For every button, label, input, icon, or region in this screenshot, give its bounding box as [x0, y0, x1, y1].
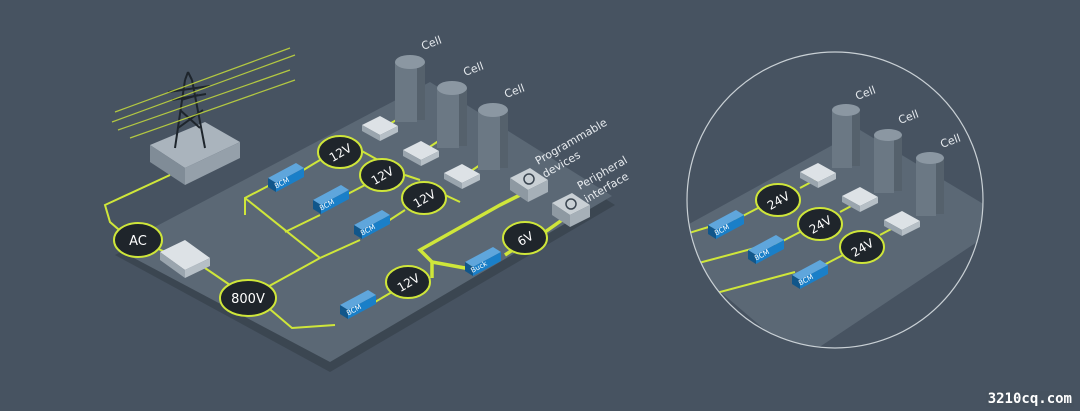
chip-icon — [523, 173, 535, 185]
right-cell-modules — [800, 163, 920, 236]
ac-label: AC — [129, 234, 147, 249]
transformer-box — [160, 240, 210, 278]
svg-text:Cell: Cell — [897, 108, 921, 127]
12v-badge-2: 12V — [359, 158, 405, 192]
detail-circle: Cell Cell Cell 24V 24V — [686, 51, 984, 349]
12v-badge-3: 12V — [401, 181, 447, 215]
cell-3: Cell — [478, 82, 526, 170]
left-cells: Cell Cell Cell — [395, 34, 526, 170]
24v-badge-1: 24V — [755, 183, 801, 217]
ac-badge: AC — [113, 222, 163, 258]
bcm-block-2: BCM — [313, 185, 349, 214]
right-cells: Cell Cell Cell — [832, 84, 962, 216]
24v-badge-2: 24V — [797, 207, 843, 241]
12v-badge-1: 12V — [317, 135, 363, 169]
svg-text:Cell: Cell — [854, 84, 878, 103]
buck-block: Buck — [465, 247, 501, 276]
svg-text:Cell: Cell — [939, 132, 963, 151]
right-voltage-badges: 24V 24V 24V — [755, 183, 885, 264]
24v-badge-3: 24V — [839, 230, 885, 264]
cell-label: Cell — [420, 34, 444, 53]
left-voltage-badges: 12V 12V 12V 12V 6V — [317, 135, 548, 299]
800v-label: 800V — [231, 292, 265, 307]
watermark-text: 3210cq.com — [985, 391, 1074, 407]
800v-badge: 800V — [219, 279, 277, 317]
cell-label: Cell — [503, 82, 527, 101]
left-cell-modules — [362, 116, 480, 189]
bcm-block-1: BCM — [268, 163, 304, 192]
chip-icon — [565, 198, 577, 210]
12v-badge-lower: 12V — [385, 265, 431, 299]
power-tower — [111, 47, 296, 185]
cell-label: Cell — [462, 60, 486, 79]
bcm-block-r3: BCM — [792, 260, 828, 289]
right-bcm-blocks: BCM BCM BCM — [708, 210, 828, 289]
6v-badge: 6V — [502, 221, 548, 255]
